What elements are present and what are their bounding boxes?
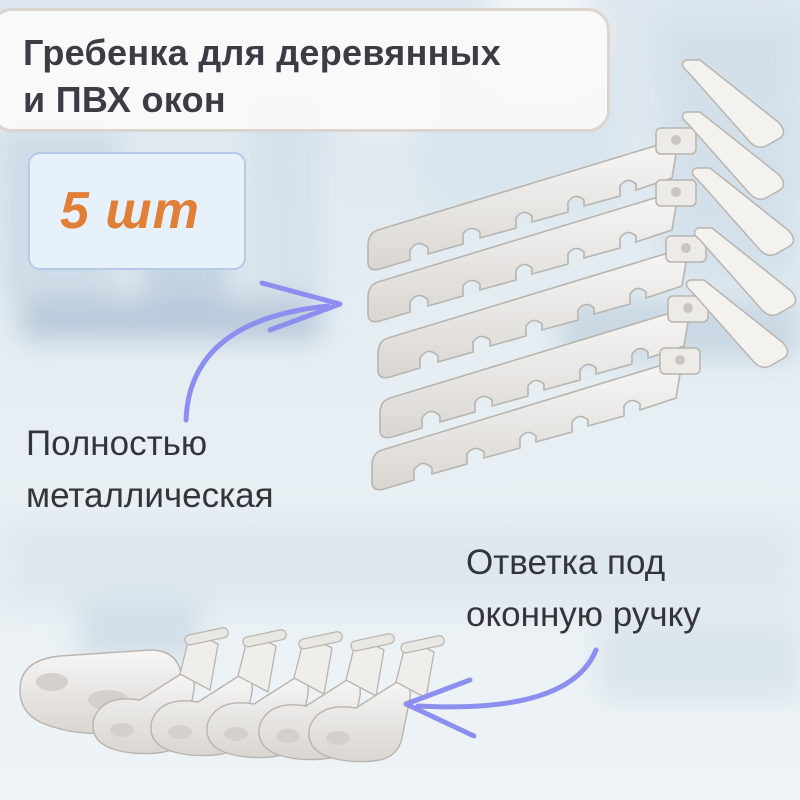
quantity-label: 5 шт xyxy=(60,182,200,240)
window-comb-stack xyxy=(367,59,797,491)
strike-caption-line-2: оконную ручку xyxy=(466,595,701,634)
window-strike-stack xyxy=(19,626,446,763)
title-line-2: и ПВХ окон xyxy=(23,79,226,120)
material-caption-line-2: металлическая xyxy=(26,476,274,515)
title-banner: Гребенка для деревянных и ПВХ окон xyxy=(0,8,610,132)
quantity-badge: 5 шт xyxy=(28,152,246,270)
strike-caption-line-1: Ответка под xyxy=(466,543,666,582)
strike-caption: Ответка под оконную ручку xyxy=(466,537,701,641)
material-caption-line-1: Полностью xyxy=(26,424,208,463)
curved-arrow-icon xyxy=(183,280,343,423)
title-line-1: Гребенка для деревянных xyxy=(23,32,502,73)
material-caption: Полностью металлическая xyxy=(26,418,274,522)
curved-arrow-icon xyxy=(403,647,599,739)
